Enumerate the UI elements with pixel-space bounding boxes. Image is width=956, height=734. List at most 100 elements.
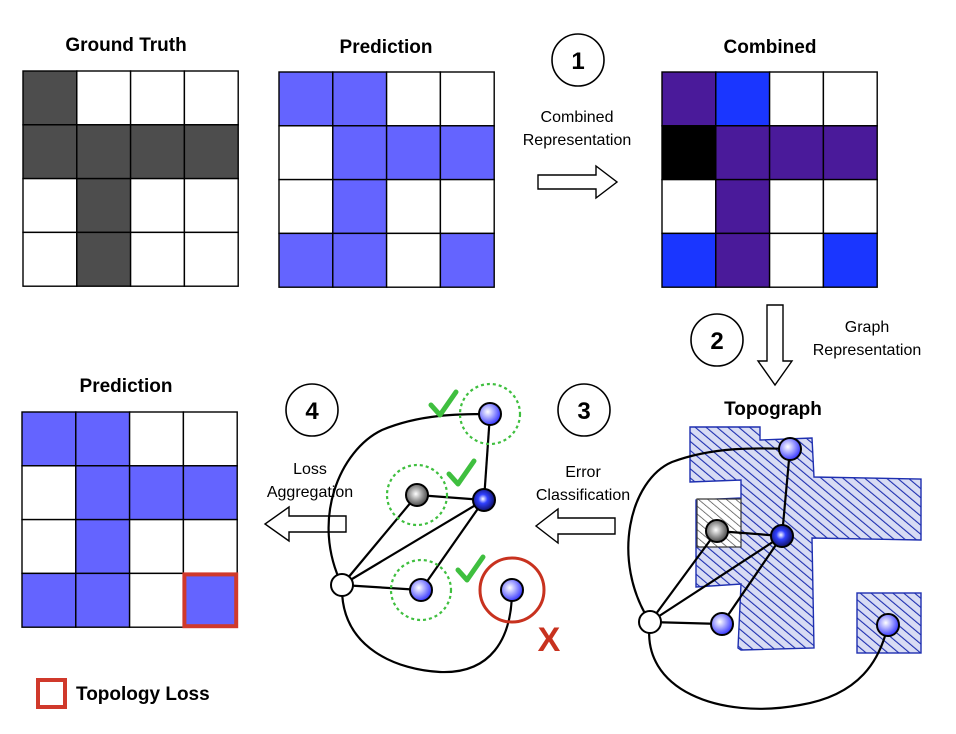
grid-cell [76, 231, 132, 287]
grid-cell [439, 232, 495, 288]
grid-cell [129, 124, 186, 180]
grid-cell [768, 125, 825, 181]
grid-cell [278, 125, 334, 181]
topology-loss-legend-label: Topology Loss [76, 684, 210, 705]
grid-cell [715, 125, 771, 181]
step-3-number: 3 [577, 398, 590, 425]
grid-cell [822, 178, 878, 235]
topograph-node-gray [705, 519, 729, 543]
grid-cell [822, 232, 878, 288]
grid-cell [278, 178, 334, 235]
step-4-circle [285, 383, 339, 437]
grid-cell [278, 232, 334, 288]
combined-grid [661, 71, 878, 288]
grid-cell [76, 70, 132, 126]
grid-cell [768, 232, 825, 288]
graph-background-node [330, 573, 354, 597]
graph-node-blue [478, 402, 502, 426]
grid-cell [768, 178, 825, 235]
topograph-title: Topograph [724, 399, 822, 420]
topograph-background-node [638, 610, 662, 634]
step-1-circle [551, 33, 605, 87]
grid-cell [183, 70, 239, 126]
step-4-number: 4 [305, 398, 319, 425]
grid-cell [332, 232, 388, 288]
grid-cell [715, 71, 771, 127]
grid-cell [75, 518, 131, 575]
graph-node-gray [405, 483, 429, 507]
error-x-icon: X [538, 621, 561, 659]
check-icon [455, 554, 486, 583]
grid-cell [768, 71, 825, 127]
down-arrow-icon [756, 304, 794, 387]
grid-cell [822, 125, 878, 181]
error-classification-graph: X [327, 382, 561, 674]
grid-cell [129, 70, 186, 126]
topograph-node-blue [778, 437, 802, 461]
step-3-circle [557, 383, 611, 437]
grid-cell [76, 124, 132, 180]
topograph-node-blue [876, 613, 900, 637]
grid-cell [128, 465, 185, 521]
topology-loss-legend-swatch [36, 678, 67, 709]
grid-cell [76, 177, 132, 234]
prediction-bottom-title: Prediction [80, 376, 173, 397]
grid-cell [822, 71, 878, 127]
grid-cell [661, 232, 717, 288]
error-node-ring [478, 556, 546, 624]
step-2-label-line2: Representation [813, 342, 922, 359]
grid-cell [75, 465, 131, 521]
grid-cell [129, 231, 186, 287]
grid-cell [128, 411, 185, 467]
correct-node-ring [458, 382, 522, 446]
topograph-edges [627, 447, 890, 710]
step-1-label-line1: Combined [541, 109, 614, 126]
grid-cell [183, 177, 239, 234]
ground-truth-title: Ground Truth [65, 35, 186, 56]
correct-node-ring [389, 558, 453, 622]
grid-cell [129, 177, 186, 234]
grid-cell [385, 71, 442, 127]
prediction-top-grid [278, 71, 495, 288]
grid-cell [385, 178, 442, 235]
grid-cell [21, 572, 77, 628]
topograph-node-blue [710, 612, 734, 636]
grid-cell [21, 411, 77, 467]
topograph-node-dark [770, 524, 794, 548]
combined-title: Combined [724, 37, 817, 58]
grid-cell [22, 124, 78, 180]
grid-cell [182, 411, 238, 467]
grid-cell [22, 70, 78, 126]
step-1-number: 1 [571, 48, 584, 75]
grid-cell [182, 465, 238, 521]
check-icon [428, 389, 459, 418]
step-2-label-line1: Graph [845, 319, 889, 336]
grid-cell [21, 518, 77, 575]
step-1-label-line2: Representation [523, 132, 632, 149]
grid-cell [439, 71, 495, 127]
grid-cell [385, 232, 442, 288]
grid-cell [715, 232, 771, 288]
grid-cell [22, 231, 78, 287]
graph-node-dark [472, 488, 496, 512]
topology-loss-highlight [182, 572, 239, 629]
grid-cell [332, 71, 388, 127]
ground-truth-grid [22, 70, 239, 287]
grid-cell [439, 178, 495, 235]
grid-cell [183, 124, 239, 180]
prediction-bottom-grid [21, 411, 239, 629]
left-arrow-icon [534, 507, 616, 545]
topograph [627, 426, 922, 710]
grid-cell [128, 572, 185, 628]
step-4-label-line1: Loss [293, 461, 327, 478]
grid-cell [182, 518, 238, 575]
graph-node-blue-error [500, 578, 524, 602]
grid-cell [182, 572, 238, 628]
grid-cell [661, 125, 717, 181]
step-2-circle [690, 313, 744, 367]
grid-cell [332, 125, 388, 181]
graph-node-blue [409, 578, 433, 602]
grid-cell [128, 518, 185, 575]
graph-edges [327, 412, 514, 674]
